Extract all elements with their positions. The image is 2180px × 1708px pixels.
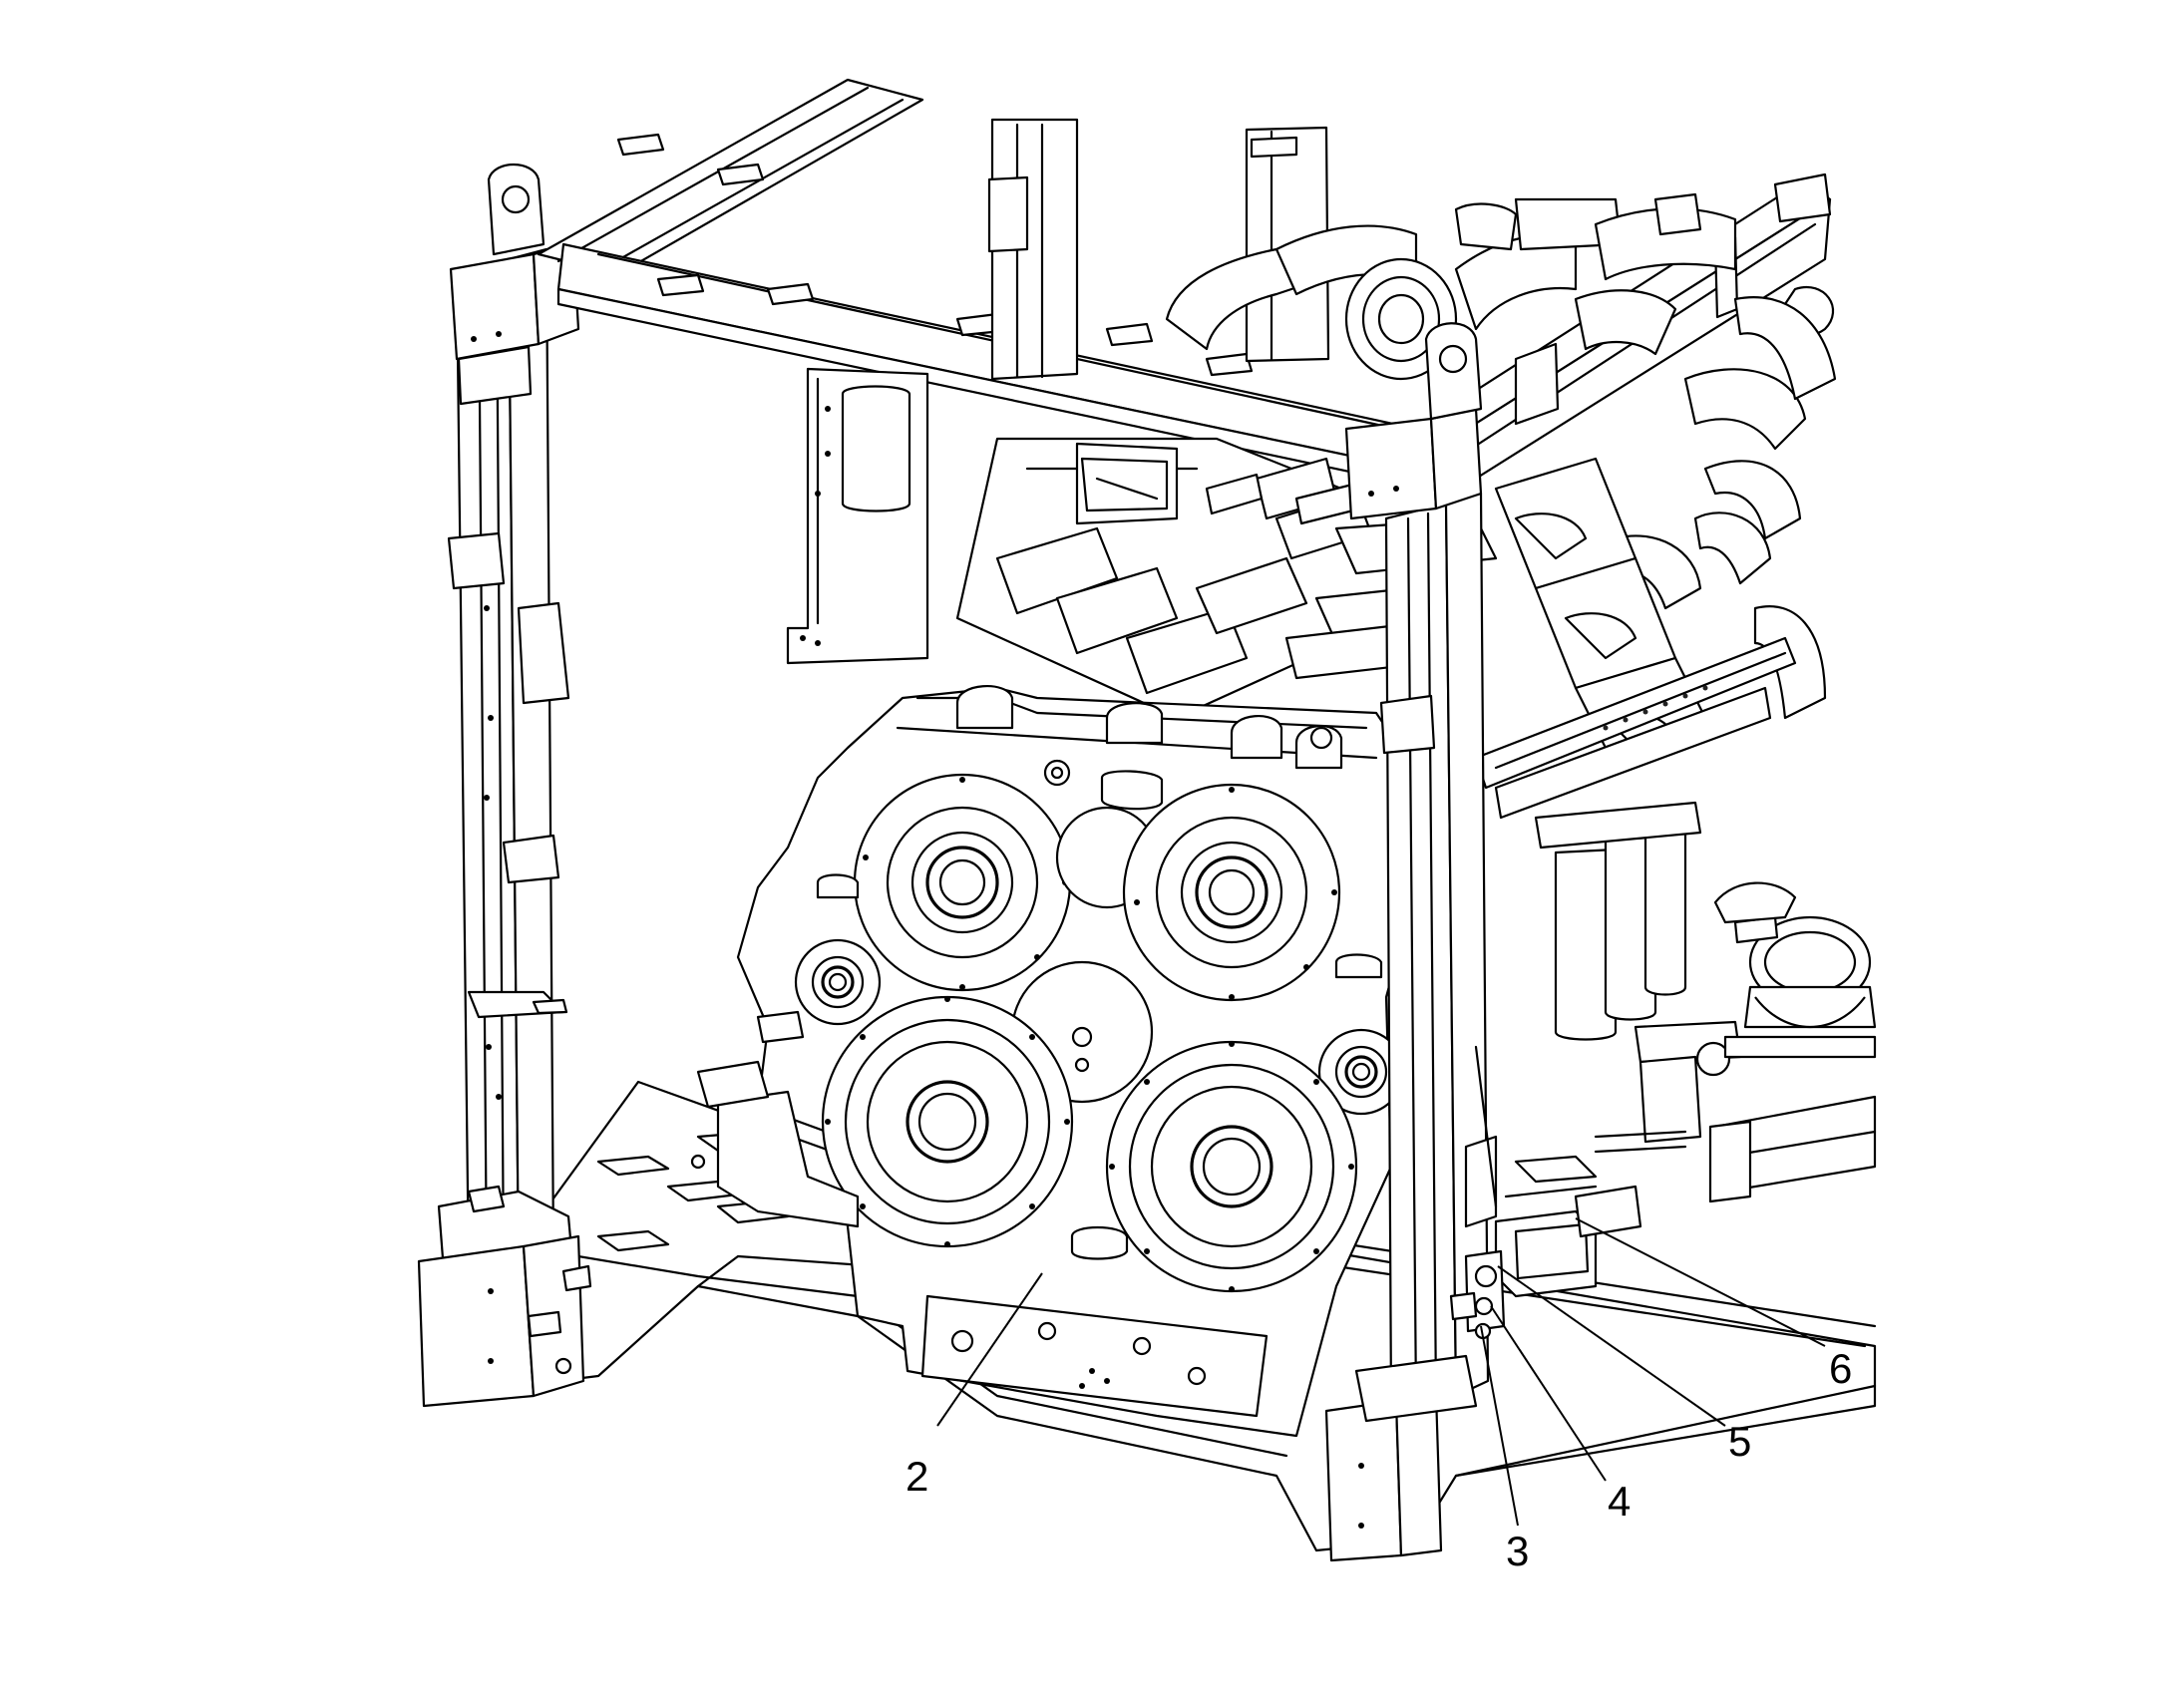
pump-small-right <box>1317 1028 1405 1116</box>
callout-4: 4 <box>1608 1478 1632 1525</box>
pump-small-left <box>794 938 882 1026</box>
pump-upper-right <box>1122 783 1341 1002</box>
leader-5 <box>1497 1265 1726 1427</box>
callout-6: 6 <box>1829 1345 1853 1392</box>
left-frame-post <box>417 163 592 1408</box>
interior-panel <box>786 367 929 665</box>
engine-cylinder-heads <box>955 437 1797 820</box>
pump-upper-left <box>853 773 1072 992</box>
gear-housing <box>696 685 1418 1438</box>
pump-lower-right <box>1105 1040 1358 1293</box>
leader-2 <box>936 1272 1043 1427</box>
leader-6 <box>1575 1217 1826 1347</box>
leader-3 <box>1480 1325 1519 1527</box>
leader-lines <box>936 1217 1826 1527</box>
turbocharger-pipes <box>1165 192 1837 720</box>
oil-filters <box>1534 801 1877 1144</box>
callout-5: 5 <box>1728 1418 1752 1465</box>
right-frame-post <box>1324 322 1687 1562</box>
rear-posts <box>987 118 1330 381</box>
pump-lower-left <box>821 995 1074 1248</box>
fuel-rail-bolts <box>1603 685 1708 731</box>
callout-3: 3 <box>1506 1528 1530 1574</box>
callout-2: 2 <box>906 1453 929 1500</box>
leader-4 <box>1490 1305 1607 1482</box>
